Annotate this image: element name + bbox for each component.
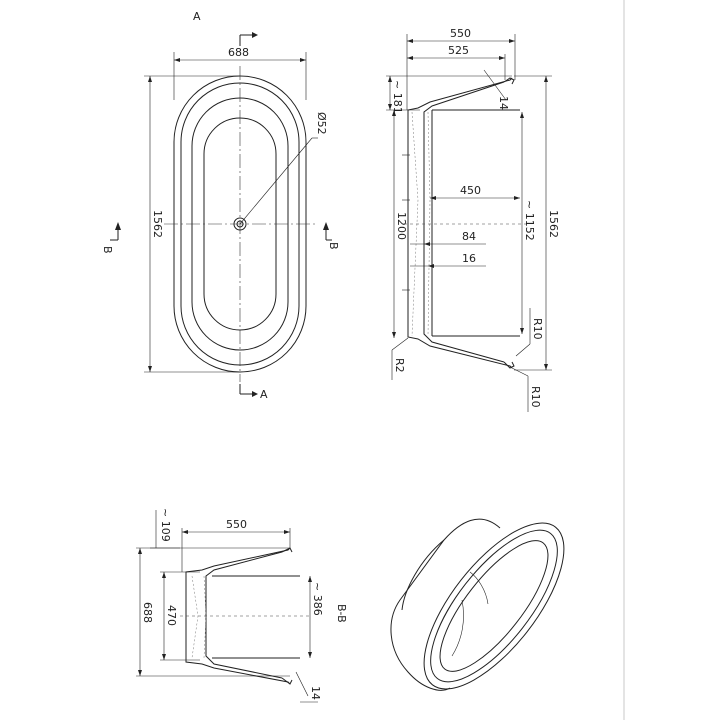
depth-450-text: 450: [460, 184, 481, 197]
section-a-arrow-top: [239, 32, 258, 46]
top-offset-text: ~ 109: [159, 508, 172, 542]
section-a-hidden-support: [411, 111, 431, 337]
section-a-support-ticks: [402, 154, 410, 291]
section-b-total-text: 688: [141, 602, 154, 623]
section-b-outer-profile: [185, 547, 291, 685]
rim-height-text: ~ 181: [391, 80, 404, 114]
inner-depth-dimension: ~ 1152: [520, 112, 536, 334]
section-b-rim-thickness-text: 14: [309, 686, 322, 700]
section-b-title: B-B: [335, 604, 348, 623]
radius-inner-callout: R10: [515, 308, 544, 357]
drain-icon: Ø52: [233, 112, 328, 231]
dim-84-text: 84: [462, 230, 476, 243]
radius-bottom-callout: R10: [511, 367, 542, 412]
section-a-outer-profile: [407, 77, 513, 369]
section-a-view: 550 525 ~ 181 14: [386, 27, 560, 412]
section-b-rim-top: [281, 547, 293, 553]
section-a-rim-top: [503, 77, 515, 85]
section-b-rim-bottom: [281, 677, 293, 685]
inner-length-dimension: 1200: [392, 110, 408, 338]
width-dim-text: 688: [228, 46, 249, 59]
section-b-inner-text: 470: [165, 605, 178, 626]
dim-16-dimension: 16: [410, 252, 486, 268]
radius-bottom-text: R10: [529, 386, 542, 408]
section-b-width-dimension: 550: [181, 518, 291, 572]
rim-height-dimension: ~ 181: [386, 75, 512, 114]
section-a-rim-bottom: [503, 361, 515, 369]
section-b-arrow-right: B: [323, 222, 340, 250]
total-length-text: 1562: [547, 210, 560, 238]
radius-inner-text: R10: [531, 318, 544, 340]
width-dimension: 688: [173, 46, 307, 100]
top-view: A 688 1562: [101, 10, 340, 401]
section-b-inner-profile: [205, 551, 283, 679]
top-offset-dimension: ~ 109: [150, 508, 290, 549]
outer-width-dimension: 550: [406, 27, 516, 110]
inner-width-text: 525: [448, 44, 469, 57]
outer-width-text: 550: [450, 27, 471, 40]
dim-84-dimension: 84: [410, 230, 486, 246]
section-b-right-label: B: [327, 242, 340, 250]
section-b-view: ~ 109 550 688 470: [136, 508, 348, 703]
bathtub-isometric-icon: [390, 518, 565, 691]
length-dim-text: 1562: [151, 210, 164, 238]
total-length-dimension: 1562: [514, 75, 560, 371]
section-a-label: A: [193, 10, 201, 23]
section-b-hidden-support: [191, 575, 207, 659]
section-a-bottom-label: A: [260, 388, 268, 401]
section-b-arrow-left: B: [101, 222, 121, 254]
section-b-depth-dimension: ~ 386: [308, 576, 324, 658]
radius-r2-text: R2: [393, 358, 406, 373]
length-dimension: 1562: [144, 75, 240, 373]
section-b-rim-thickness: 14: [295, 671, 322, 703]
drain-dim-text: Ø52: [315, 112, 328, 135]
section-b-total-dimension: 688: [136, 547, 290, 677]
inner-length-text: 1200: [395, 212, 408, 240]
inner-width-dimension: 525: [407, 44, 506, 80]
section-b-width-text: 550: [226, 518, 247, 531]
section-b-inner-dimension: 470: [160, 571, 200, 661]
rim-thickness-text: 14: [497, 96, 510, 110]
dim-16-text: 16: [462, 252, 476, 265]
inner-depth-text: ~ 1152: [523, 200, 536, 241]
section-a-arrow-bottom: A: [239, 384, 268, 401]
section-a-inner-profile: [423, 81, 505, 363]
section-b-left-label: B: [101, 246, 114, 254]
radius-r2-callout: R2: [391, 337, 409, 380]
depth-450-dimension: 450: [430, 184, 520, 200]
section-b-depth-text: ~ 386: [311, 582, 324, 616]
